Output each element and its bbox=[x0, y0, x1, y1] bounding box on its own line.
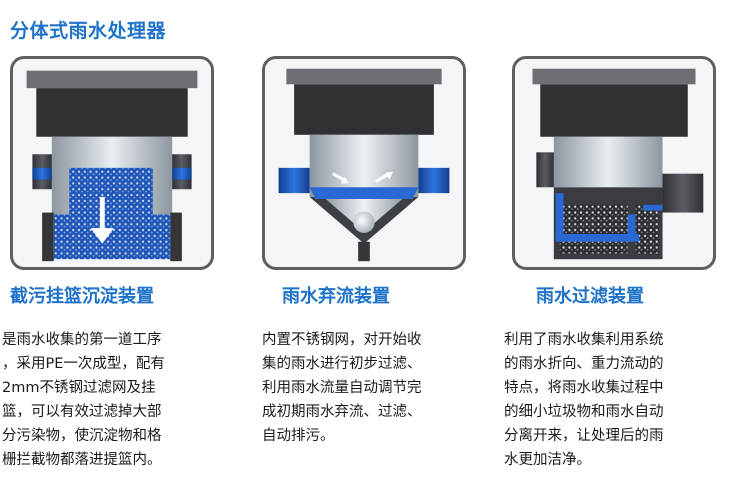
description-line: 篮，可以有效过滤掉大部 bbox=[2, 404, 162, 420]
first-flush-heading: 雨水弃流装置 bbox=[282, 286, 390, 307]
description-line: 成初期雨水弃流、过滤、 bbox=[262, 404, 422, 420]
description-line: 的雨水折向、重力流动的 bbox=[504, 356, 664, 372]
description-line: 水更加洁净。 bbox=[504, 452, 591, 468]
description-line: ，采用PE一次成型，配有 bbox=[2, 356, 165, 372]
page-title: 分体式雨水处理器 bbox=[10, 20, 167, 42]
description-line: 集的雨水进行初步过滤、 bbox=[262, 356, 422, 372]
description-line: 利用了雨水收集利用系统 bbox=[504, 332, 664, 348]
description-line: 分离开来，让处理后的雨 bbox=[504, 428, 664, 444]
panel-sediment-basket: 截污挂篮沉淀装置 是雨水收集的第一道工序 ，采用PE一次成型，配有 2mm不锈钢… bbox=[0, 56, 244, 496]
rainwater-filter-illustration bbox=[512, 56, 716, 270]
sediment-basket-heading: 截污挂篮沉淀装置 bbox=[10, 286, 154, 307]
panel-rainwater-filter: 雨水过滤装置 利用了雨水收集利用系统 的雨水折向、重力流动的 特点，将雨水收集过… bbox=[504, 56, 748, 496]
first-flush-description: 内置不锈钢网，对开始收 集的雨水进行初步过滤、 利用雨水流量自动调节完 成初期雨… bbox=[262, 328, 422, 448]
sediment-basket-illustration bbox=[10, 56, 214, 270]
description-line: 栅拦截物都落进提篮内。 bbox=[2, 452, 162, 468]
first-flush-illustration bbox=[262, 56, 466, 270]
description-line: 是雨水收集的第一道工序 bbox=[2, 332, 162, 348]
description-line: 自动排污。 bbox=[262, 428, 335, 444]
rainwater-filter-heading: 雨水过滤装置 bbox=[536, 286, 644, 307]
description-line: 2mm不锈钢过滤网及挂 bbox=[2, 380, 156, 396]
panel-first-flush: 雨水弃流装置 内置不锈钢网，对开始收 集的雨水进行初步过滤、 利用雨水流量自动调… bbox=[252, 56, 496, 496]
rainwater-filter-description: 利用了雨水收集利用系统 的雨水折向、重力流动的 特点，将雨水收集过程中 的细小垃… bbox=[504, 328, 664, 472]
description-line: 内置不锈钢网，对开始收 bbox=[262, 332, 422, 348]
description-line: 利用雨水流量自动调节完 bbox=[262, 380, 422, 396]
description-line: 分污染物，使沉淀物和格 bbox=[2, 428, 162, 444]
sediment-basket-description: 是雨水收集的第一道工序 ，采用PE一次成型，配有 2mm不锈钢过滤网及挂 篮，可… bbox=[2, 328, 165, 472]
description-line: 的细小垃圾物和雨水自动 bbox=[504, 404, 664, 420]
description-line: 特点，将雨水收集过程中 bbox=[504, 380, 664, 396]
